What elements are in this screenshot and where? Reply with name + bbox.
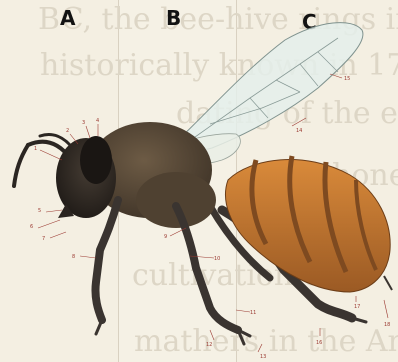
callout-number: 3 (82, 120, 85, 126)
forewing (178, 23, 363, 150)
callout-number: 10 (214, 256, 220, 262)
callout-number: 5 (38, 208, 41, 214)
callout-number: 17 (354, 304, 360, 310)
callout-number: 8 (72, 254, 75, 260)
callout-number: 7 (42, 236, 45, 242)
callout-number: 1 (34, 146, 37, 152)
callout-number: 9 (164, 234, 167, 240)
abdomen (225, 156, 392, 292)
fore-leg (95, 200, 118, 334)
callout-number: 2 (66, 128, 69, 134)
callout-number: 11 (250, 310, 256, 316)
callout-number: 16 (316, 340, 322, 346)
callout-number: 13 (260, 354, 266, 360)
callout-number: 14 (296, 128, 302, 134)
callout-number: 4 (96, 118, 99, 124)
head (56, 136, 116, 218)
callout-number: 12 (206, 342, 212, 348)
callout-number: 6 (30, 224, 33, 230)
callout-number: 18 (384, 322, 390, 328)
callout-number: 15 (344, 76, 350, 82)
